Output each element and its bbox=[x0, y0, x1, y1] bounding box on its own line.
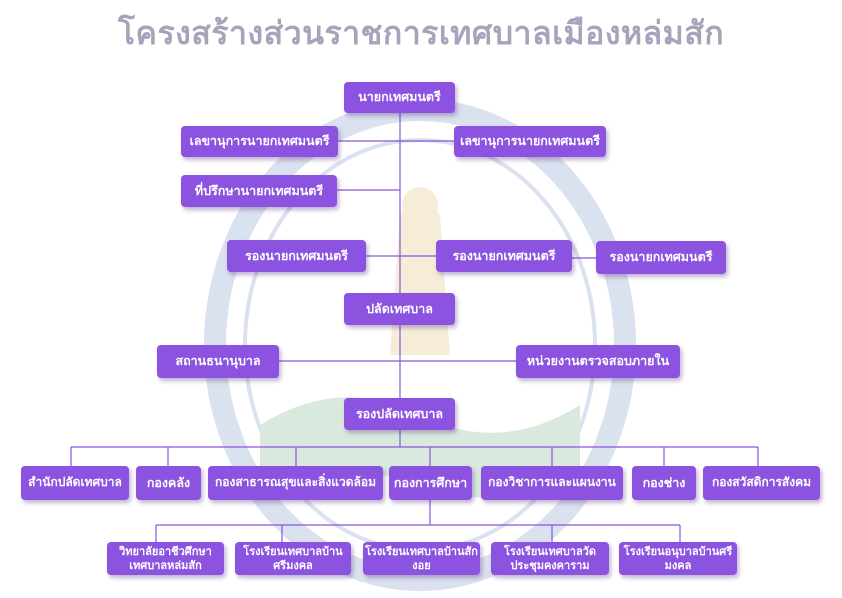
clerk-box: ปลัดเทศบาล bbox=[344, 293, 455, 325]
division-box-academic-planning: กองวิชาการและแผนงาน bbox=[481, 466, 623, 500]
school-box-kindergarten-ban-si-mongkhon: โรงเรียนอนุบาลบ้านศรีมงคล bbox=[619, 542, 737, 575]
division-box-office-of-clerk: สำนักปลัดเทศบาล bbox=[21, 466, 129, 500]
secretary-right-box: เลขานุการนายกเทศมนตรี bbox=[454, 126, 606, 157]
division-box-public-health: กองสาธารณสุขและสิ่งแวดล้อม bbox=[208, 466, 383, 500]
school-box-vocational-college: วิทยาลัยอาชีวศึกษาเทศบาลหล่มสัก bbox=[107, 542, 224, 575]
deputy-mayor-box-3: รองนายกเทศมนตรี bbox=[596, 241, 726, 274]
pawnshop-box: สถานธนานุบาล bbox=[157, 345, 279, 378]
secretary-left-box: เลขานุการนายกเทศมนตรี bbox=[181, 126, 338, 157]
advisor-box: ที่ปรึกษานายกเทศมนตรี bbox=[181, 175, 337, 207]
division-box-social-welfare: กองสวัสดิการสังคม bbox=[703, 466, 820, 500]
internal-audit-box: หน่วยงานตรวจสอบภายใน bbox=[516, 345, 680, 378]
deputy-mayor-box-1: รองนายกเทศมนตรี bbox=[227, 240, 366, 272]
school-box-ban-si-mongkhon: โรงเรียนเทศบาลบ้านศรีมงคล bbox=[235, 542, 351, 575]
page-title: โครงสร้างส่วนราชการเทศบาลเมืองหล่มสัก bbox=[117, 14, 725, 52]
deputy-clerk-box: รองปลัดเทศบาล bbox=[344, 398, 455, 430]
mayor-box: นายกเทศมนตรี bbox=[344, 82, 455, 113]
division-box-finance: กองคลัง bbox=[136, 466, 201, 500]
deputy-mayor-box-2: รองนายกเทศมนตรี bbox=[436, 240, 572, 272]
school-box-ban-sak-ngoi: โรงเรียนเทศบาลบ้านสักงอย bbox=[363, 542, 480, 575]
division-box-engineering: กองช่าง bbox=[632, 466, 696, 500]
division-box-education: กองการศึกษา bbox=[389, 466, 472, 500]
school-box-wat-prachum-khongkharam: โรงเรียนเทศบาลวัดประชุมคงคาราม bbox=[491, 542, 609, 575]
